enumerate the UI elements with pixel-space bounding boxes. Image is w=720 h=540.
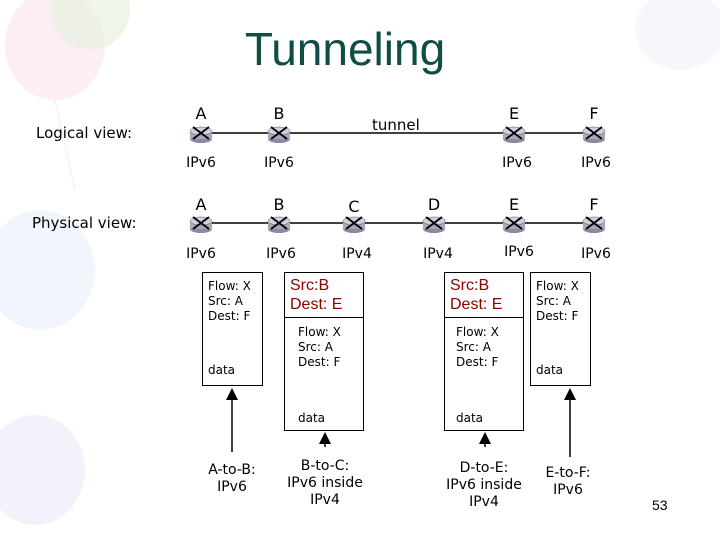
- logical-proto-e: IPv6: [502, 155, 532, 171]
- physical-router-a-label: A: [195, 195, 207, 214]
- packet-ab-flow: Flow: X: [208, 279, 251, 293]
- packet-ef: Flow: X Src: A Dest: F data: [530, 272, 591, 386]
- packet-ab-data: data: [208, 363, 236, 377]
- physical-view-label: Physical view:: [32, 214, 137, 232]
- packet-de-outer-dest: Dest: E: [450, 296, 503, 313]
- caption-bc: B-to-C: IPv6 inside IPv4: [265, 458, 385, 509]
- logical-proto-b: IPv6: [264, 155, 294, 171]
- packet-de-outer-src: Src:B: [450, 277, 490, 294]
- page-number: 53: [652, 497, 668, 513]
- physical-proto-e: IPv6: [504, 244, 534, 260]
- caption-de-line3: IPv4: [469, 494, 499, 510]
- packet-de-src: Src: A: [456, 340, 491, 354]
- caption-de-line2: IPv6 inside: [446, 477, 522, 493]
- caption-bc-line1: B-to-C:: [300, 458, 350, 474]
- logical-view-label: Logical view:: [36, 124, 133, 142]
- router-icon: [267, 126, 291, 143]
- physical-proto-c: IPv4: [342, 246, 372, 262]
- logical-router-e-label: E: [508, 104, 520, 123]
- packet-bc-outer-dest: Dest: E: [290, 296, 343, 313]
- packet-bc-header-divider: [285, 317, 363, 318]
- caption-bc-line2: IPv6 inside: [287, 475, 363, 491]
- router-icon: [422, 216, 446, 233]
- logical-router-f-label: F: [589, 104, 599, 123]
- physical-router-c-label: C: [348, 197, 360, 216]
- caption-ef-line1: E-to-F:: [545, 465, 591, 481]
- packet-de: Src:B Dest: E Flow: X Src: A Dest: F dat…: [444, 272, 524, 431]
- logical-proto-f: IPv6: [581, 155, 611, 171]
- physical-proto-a: IPv6: [186, 246, 216, 262]
- router-icon: [342, 216, 366, 233]
- physical-router-d-label: D: [427, 195, 441, 214]
- packet-de-data: data: [456, 411, 484, 425]
- caption-ab-line2: IPv6: [217, 479, 247, 495]
- logical-router-b-label: B: [273, 104, 285, 123]
- physical-router-f-label: F: [589, 195, 599, 214]
- router-icon: [582, 216, 606, 233]
- slide-title: Tunneling: [244, 23, 446, 75]
- router-icon: [582, 126, 606, 143]
- caption-ef-line2: IPv6: [553, 482, 583, 498]
- router-icon: [267, 216, 291, 233]
- router-icon: [502, 216, 526, 233]
- packet-de-header-divider: [445, 317, 523, 318]
- packet-de-flow: Flow: X: [456, 325, 499, 339]
- packet-bc: Src:B Dest: E Flow: X Src: A Dest: F dat…: [284, 272, 364, 431]
- packet-ab-src: Src: A: [208, 294, 243, 308]
- packet-bc-flow: Flow: X: [298, 325, 341, 339]
- packet-de-dest: Dest: F: [456, 355, 499, 369]
- packet-bc-data: data: [298, 411, 326, 425]
- physical-proto-f: IPv6: [581, 246, 611, 262]
- packet-bc-dest: Dest: F: [298, 355, 341, 369]
- packet-bc-src: Src: A: [298, 340, 333, 354]
- logical-proto-a: IPv6: [186, 155, 216, 171]
- caption-ab-line1: A-to-B:: [208, 462, 256, 478]
- logical-router-a-label: A: [195, 104, 207, 123]
- packet-ef-data: data: [536, 363, 564, 377]
- physical-proto-d: IPv4: [423, 246, 453, 262]
- tunnel-label: tunnel: [372, 116, 420, 134]
- caption-bc-line3: IPv4: [310, 492, 340, 508]
- physical-router-b-label: B: [273, 195, 285, 214]
- caption-ef: E-to-F: IPv6: [508, 465, 628, 499]
- physical-proto-b: IPv6: [266, 246, 296, 262]
- packet-ef-dest: Dest: F: [536, 309, 579, 323]
- physical-router-e-label: E: [508, 195, 520, 214]
- router-icon: [189, 216, 213, 233]
- caption-de-line1: D-to-E:: [459, 460, 509, 476]
- packet-bc-outer-src: Src:B: [290, 277, 330, 294]
- packet-ef-flow: Flow: X: [536, 279, 579, 293]
- caption-ab: A-to-B: IPv6: [172, 462, 292, 496]
- router-icon: [502, 126, 526, 143]
- packet-ab-dest: Dest: F: [208, 309, 251, 323]
- router-icon: [189, 126, 213, 143]
- packet-ef-src: Src: A: [536, 294, 571, 308]
- caption-de: D-to-E: IPv6 inside IPv4: [424, 460, 544, 511]
- packet-ab: Flow: X Src: A Dest: F data: [202, 272, 263, 386]
